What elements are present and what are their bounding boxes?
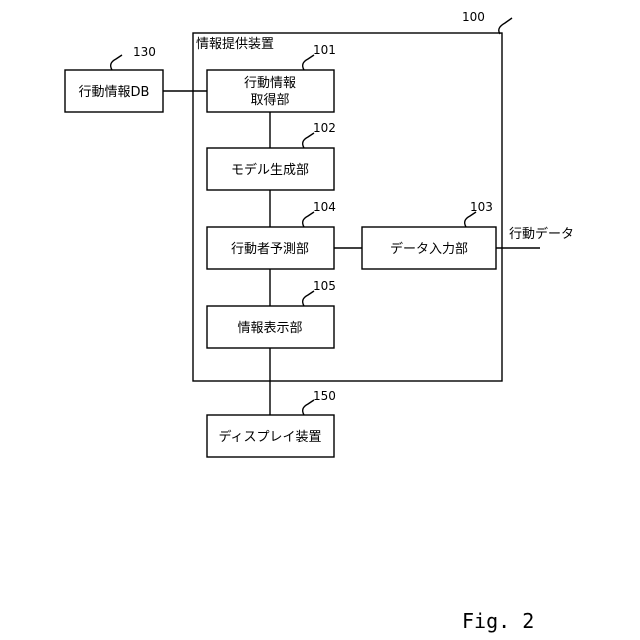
action-info-db-ref-leader [111, 55, 122, 70]
device-title: 情報提供装置 [196, 36, 274, 52]
model-generation-label: モデル生成部 [231, 162, 309, 178]
display-device-label: ディスプレイ装置 [218, 429, 321, 445]
action-info-acquisition-label-line1: 行動情報 [244, 76, 296, 91]
action-info-db-ref: 130 [133, 45, 156, 59]
info-display-unit-ref: 105 [313, 279, 336, 293]
actor-prediction-ref-leader [303, 212, 314, 227]
data-input-ref-leader [465, 212, 476, 227]
actor-prediction-label: 行動者予測部 [231, 242, 309, 257]
action-info-db-label: 行動情報DB [79, 85, 150, 100]
data-input-ref: 103 [470, 200, 493, 214]
model-generation-ref: 102 [313, 121, 336, 135]
info-display-unit-ref-leader [303, 291, 314, 306]
external-action-data-label: 行動データ [509, 226, 574, 242]
model-generation-ref-leader [303, 133, 314, 148]
figure-label: Fig. 2 [462, 609, 534, 633]
info-display-unit-label: 情報表示部 [237, 321, 302, 336]
display-device-ref: 150 [313, 389, 336, 403]
data-input-label: データ入力部 [390, 241, 468, 257]
action-info-acquisition-label-line2: 取得部 [250, 92, 289, 108]
action-info-acquisition-ref: 101 [313, 43, 336, 57]
actor-prediction-ref: 104 [313, 200, 336, 214]
action-info-acquisition-ref-leader [303, 55, 314, 70]
device-ref: 100 [462, 10, 485, 24]
device-ref-leader [499, 18, 512, 34]
